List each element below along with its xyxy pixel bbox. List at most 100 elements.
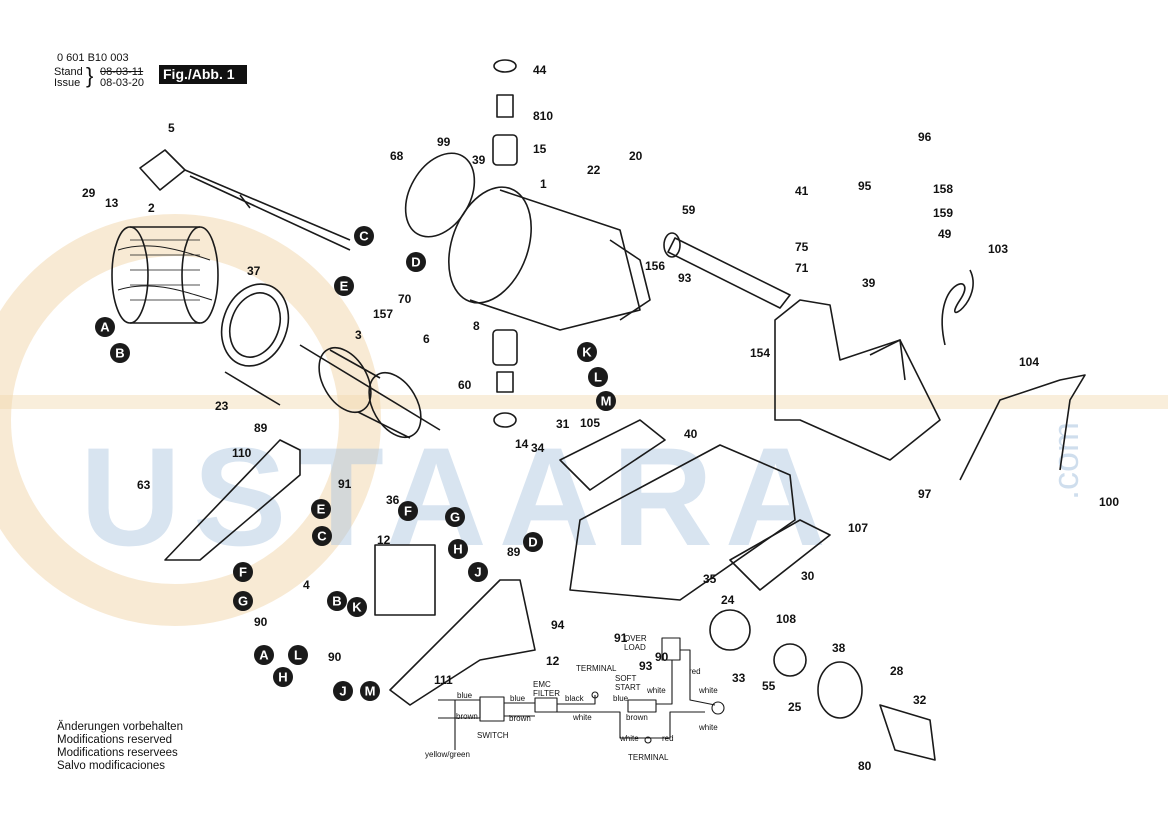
circuit-component-caption: LOAD	[624, 643, 646, 652]
part-number-label: 108	[776, 612, 796, 626]
part-number-label: 91	[614, 631, 628, 645]
svg-text:L: L	[294, 648, 302, 663]
part-number-label: 49	[938, 227, 952, 241]
connector-badge-f: F	[233, 562, 253, 582]
connector-badge-m: M	[596, 391, 616, 411]
connector-badge-l: L	[588, 367, 608, 387]
part-number-label: 158	[933, 182, 953, 196]
part-number-label: 15	[533, 142, 547, 156]
svg-text:E: E	[340, 279, 349, 294]
part-number-label: 3	[355, 328, 362, 342]
part-number-label: 93	[639, 659, 653, 673]
part-number-label: 37	[247, 264, 261, 278]
plate-part	[404, 152, 476, 238]
part-number-label: 44	[533, 63, 547, 77]
svg-text:H: H	[278, 670, 287, 685]
wire-color-label: brown	[456, 712, 478, 721]
connector-badge-j: J	[333, 681, 353, 701]
circuit-component-caption: START	[615, 683, 641, 692]
wire-color-label: red	[689, 667, 701, 676]
connector-badge-l: L	[288, 645, 308, 665]
part-number-label: 90	[254, 615, 268, 629]
ring-part	[220, 283, 290, 367]
part-number-label: 32	[913, 693, 927, 707]
part-number-label: 80	[858, 759, 872, 773]
svg-text:D: D	[411, 255, 420, 270]
circuit-component-caption: EMC	[533, 680, 551, 689]
connector-badge-c: C	[312, 526, 332, 546]
part-number-label: 95	[858, 179, 872, 193]
svg-text:J: J	[339, 684, 346, 699]
part-number-label: 63	[137, 478, 151, 492]
svg-text:J: J	[474, 565, 481, 580]
part-number-label: 157	[373, 307, 393, 321]
cord-plug-part	[139, 149, 351, 251]
wire-color-label: brown	[626, 713, 648, 722]
stator-part	[111, 226, 219, 324]
part-number-label: 59	[682, 203, 696, 217]
connector-badge-g: G	[233, 591, 253, 611]
circuit-component-caption: SOFT	[615, 674, 636, 683]
part-number-label: 6	[423, 332, 430, 346]
wire-color-label: white	[646, 686, 666, 695]
part-number-label: 4	[303, 578, 310, 592]
part-number-label: 24	[721, 593, 735, 607]
part-number-label: 71	[795, 261, 809, 275]
part-number-label: 34	[531, 441, 545, 455]
part-number-label: 91	[338, 477, 352, 491]
part-number-label: 1	[540, 177, 547, 191]
wire-color-label: blue	[613, 694, 629, 703]
gear-part	[709, 609, 751, 651]
part-number-label: 40	[684, 427, 698, 441]
note-line: Änderungen vorbehalten	[57, 721, 183, 733]
handle-part	[164, 439, 301, 561]
note-line: Salvo modificaciones	[57, 760, 166, 772]
part-number-label: 70	[398, 292, 412, 306]
part-number-label: 93	[678, 271, 692, 285]
part-number-label: 103	[988, 242, 1008, 256]
connector-badge-f: F	[398, 501, 418, 521]
wire-color-label: white	[698, 686, 718, 695]
flange-part	[817, 661, 863, 719]
part-number-label: 90	[655, 650, 669, 664]
connector-badge-d: D	[523, 532, 543, 552]
svg-text:G: G	[450, 510, 460, 525]
part-number-label: 12	[377, 533, 391, 547]
part-number-label: 39	[472, 153, 486, 167]
svg-text:A: A	[259, 648, 269, 663]
circuit-diagram	[438, 637, 725, 750]
wire-color-label: brown	[509, 714, 531, 723]
svg-text:A: A	[100, 320, 110, 335]
part-number-label: 105	[580, 416, 600, 430]
part-number-label: 5	[168, 121, 175, 135]
svg-text:B: B	[332, 594, 341, 609]
part-number-label: 12	[546, 654, 560, 668]
part-number-label: 156	[645, 259, 665, 273]
svg-text:F: F	[239, 565, 247, 580]
part-number-label: 30	[801, 569, 815, 583]
connector-badge-k: K	[347, 597, 367, 617]
circuit-component-caption: FILTER	[533, 689, 560, 698]
guard-part	[959, 374, 1086, 481]
wire-color-label: red	[662, 734, 674, 743]
issue-date: 08-03-20	[100, 77, 145, 89]
connector-badge-d: D	[406, 252, 426, 272]
part-number-label: 97	[918, 487, 932, 501]
part-number-label: 8	[473, 319, 480, 333]
armature-part	[299, 344, 441, 439]
note-line: Modifications reservees	[57, 747, 178, 759]
connector-badge-e: E	[311, 499, 331, 519]
spring-part	[941, 269, 974, 346]
connector-badge-h: H	[448, 539, 468, 559]
part-number-label: 20	[629, 149, 643, 163]
circuit-component-caption: SWITCH	[477, 731, 509, 740]
part-number-label: 55	[762, 679, 776, 693]
part-number-label: 14	[515, 437, 529, 451]
svg-text:F: F	[404, 504, 412, 519]
part-number-label: 96	[918, 130, 932, 144]
svg-text:K: K	[352, 600, 362, 615]
filter-box-part	[374, 544, 436, 616]
brush-stack-top	[492, 59, 518, 166]
svg-text:C: C	[317, 529, 327, 544]
part-number-label: 13	[105, 196, 119, 210]
